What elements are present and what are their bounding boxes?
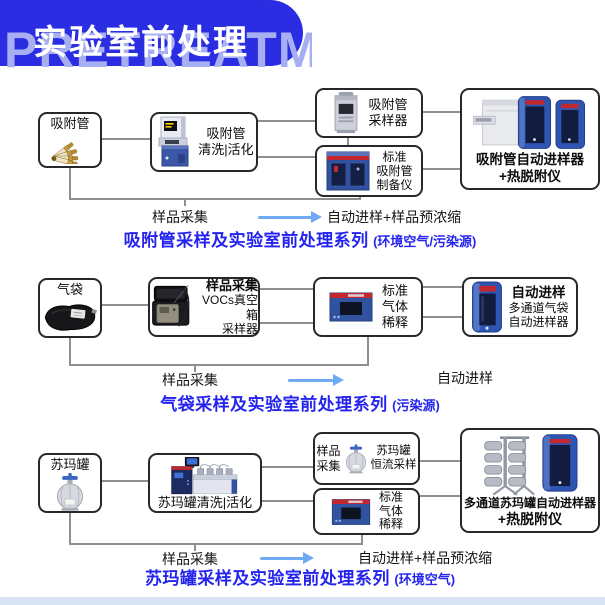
- bracket-line: [69, 338, 71, 366]
- box-text: 标准 气体 稀释: [381, 283, 408, 330]
- box-text: 样品采集 VOCs真空箱 采样器: [201, 278, 258, 336]
- box-label: 苏玛罐清洗|活化: [157, 495, 253, 511]
- tube-cleaner-machine-image: [158, 116, 189, 167]
- bracket-line: [69, 513, 71, 544]
- connector: [262, 500, 313, 502]
- connector: [102, 304, 148, 306]
- bag-autosampler-machine-image: [472, 281, 503, 333]
- bottom-section-edge: [0, 597, 605, 605]
- tube-sampler-machine-image: [335, 92, 358, 134]
- box-text-head: 样品 采集: [316, 444, 341, 473]
- summa-canister-image: [345, 443, 366, 473]
- bracket-line: [69, 364, 369, 366]
- connector: [423, 168, 460, 170]
- vacuum-case-image: [152, 285, 190, 327]
- flow-label-injection: 自动进样+样品预浓缩: [358, 550, 493, 566]
- flow-label-sampling: 样品采集: [162, 551, 218, 567]
- canister-rack-autosampler-image: [484, 434, 578, 496]
- connector: [102, 138, 150, 140]
- bracket-line: [69, 168, 71, 199]
- box-multichannel-canister-autosampler: 多通道苏玛罐自动进样器 +热脱附仪: [460, 428, 600, 533]
- box-standard-tube-prep: 标准 吸附管 制备仪: [315, 145, 423, 197]
- flow-arrow-icon: [258, 211, 322, 223]
- box-label: 吸附管: [50, 116, 90, 131]
- box-vocs-vacuum-sampler: 样品采集 VOCs真空箱 采样器: [148, 277, 260, 337]
- box-tube-autosampler-desorber: 吸附管自动进样器 +热脱附仪: [460, 88, 600, 190]
- bracket-tick: [194, 364, 196, 372]
- flow-label-injection: 自动进样+样品预浓缩: [327, 209, 462, 225]
- connector: [347, 138, 349, 146]
- connector: [260, 288, 313, 290]
- gas-dilution-machine-image: [329, 292, 373, 322]
- connector: [423, 111, 460, 113]
- box-text: 标准 吸附管 制备仪: [376, 149, 413, 193]
- bracket-line: [361, 535, 363, 544]
- box-summa-canister: 苏玛罐: [38, 453, 102, 513]
- box-tube-sampler: 吸附管 采样器: [315, 88, 423, 138]
- box-text: 苏玛罐 恒流采样: [370, 444, 417, 471]
- summa-canister-image: [56, 472, 84, 511]
- bracket-line: [367, 337, 369, 364]
- adsorption-tubes-image: [51, 142, 79, 164]
- gas-bag-image: [44, 304, 98, 331]
- connector: [102, 480, 148, 482]
- connector: [420, 495, 460, 497]
- flow-label-injection: 自动进样: [437, 370, 493, 386]
- tube-prep-machine-image: [326, 151, 370, 191]
- series-title: 苏玛罐采样及实验室前处理系列 (环境空气): [144, 569, 456, 588]
- box-label: 苏玛罐: [50, 457, 90, 472]
- autosampler-desorber-image: [473, 96, 586, 149]
- box-text: 标准 气体 稀释: [378, 490, 403, 532]
- box-standard-gas-dilution: 标准 气体 稀释: [313, 277, 423, 337]
- connector: [423, 316, 462, 318]
- box-canister-constant-flow-sampling: 样品 采集 苏玛罐 恒流采样: [313, 432, 420, 485]
- flow-label-sampling: 样品采集: [162, 372, 218, 388]
- box-standard-gas-dilution: 标准 气体 稀释: [313, 488, 420, 535]
- bracket-tick: [194, 543, 196, 551]
- box-tube-cleaning: 吸附管 清洗|活化: [150, 112, 258, 172]
- flow-arrow-icon: [288, 374, 344, 386]
- bracket-line: [69, 198, 361, 200]
- box-label: 气袋: [56, 282, 83, 297]
- title-banner: [0, 0, 303, 66]
- page-title: 实验室前处理: [33, 24, 249, 62]
- canister-cleaner-machine-image: [171, 457, 238, 495]
- bracket-tick: [184, 198, 186, 206]
- connector: [258, 156, 315, 158]
- box-text: 吸附管 清洗|活化: [198, 126, 254, 157]
- box-gas-bag: 气袋: [38, 278, 102, 338]
- connector: [258, 120, 315, 122]
- bracket-line: [69, 543, 363, 545]
- flow-arrow-icon: [260, 552, 314, 564]
- series-title: 气袋采样及实验室前处理系列 (污染源): [160, 395, 440, 414]
- connector: [423, 286, 462, 288]
- connector: [420, 460, 460, 462]
- box-text: 自动进样 多通道气袋 自动进样器: [508, 284, 569, 329]
- box-canister-cleaning: 苏玛罐清洗|活化: [148, 453, 262, 513]
- gas-dilution-machine-image: [331, 498, 371, 525]
- connector: [262, 466, 313, 468]
- box-adsorption-tube: 吸附管: [38, 112, 102, 168]
- box-text: 吸附管 采样器: [368, 97, 408, 128]
- connector: [260, 322, 313, 324]
- box-text: 吸附管自动进样器 +热脱附仪: [476, 152, 584, 184]
- series-title: 吸附管采样及实验室前处理系列 (环境空气/污染源): [123, 231, 477, 250]
- flow-label-sampling: 样品采集: [152, 209, 208, 225]
- box-text: 多通道苏玛罐自动进样器 +热脱附仪: [463, 496, 596, 527]
- box-multichannel-bag-autosampler: 自动进样 多通道气袋 自动进样器: [462, 277, 578, 337]
